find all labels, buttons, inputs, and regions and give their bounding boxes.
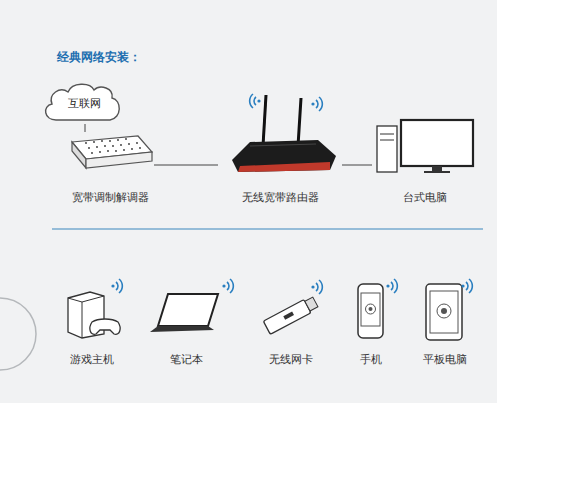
device-label: 平板电脑	[420, 352, 470, 367]
separator	[52, 229, 483, 230]
modem-node: 宽带调制解调器	[66, 132, 154, 205]
laptop-node: 笔记本	[148, 278, 224, 367]
router-node: 无线宽带路由器	[218, 88, 342, 205]
title: 经典网络安装：	[57, 49, 141, 66]
device-label: 宽带调制解调器	[66, 190, 154, 205]
tablet-node: 平板电脑	[420, 278, 470, 367]
device-label: 手机	[350, 352, 392, 367]
device-label: 无线宽带路由器	[218, 190, 342, 205]
cloud-node: 互联网	[46, 82, 122, 124]
console-node: 游戏主机	[60, 278, 124, 367]
device-label: 台式电脑	[372, 190, 478, 205]
usb-adapter-icon	[263, 280, 322, 334]
adapter-node: 无线网卡	[256, 278, 326, 367]
panel	[0, 0, 497, 403]
desktop-node: 台式电脑	[372, 117, 478, 205]
cable-line	[154, 165, 218, 166]
cable-line	[85, 124, 86, 132]
phone-icon	[358, 279, 397, 338]
device-label: 游戏主机	[60, 352, 124, 367]
desktop-icon	[377, 120, 473, 173]
cable-line	[342, 165, 372, 166]
console-icon	[68, 279, 122, 338]
device-label: 笔记本	[148, 352, 224, 367]
device-label: 无线网卡	[256, 352, 326, 367]
modem-icon	[72, 136, 152, 168]
phone-node: 手机	[350, 278, 392, 367]
laptop-icon	[150, 279, 233, 332]
device-label: 互联网	[46, 96, 122, 111]
tablet-icon	[426, 279, 472, 340]
edge-arc	[0, 298, 36, 370]
router-icon	[232, 94, 336, 172]
